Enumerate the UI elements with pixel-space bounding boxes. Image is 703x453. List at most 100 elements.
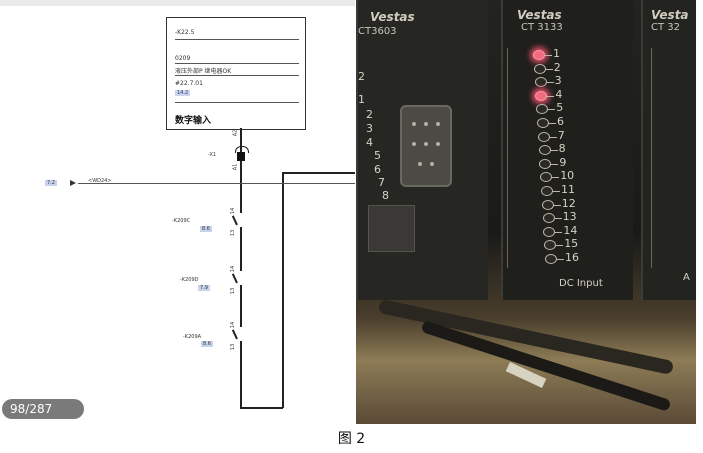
divider [175,102,299,103]
divider [175,39,299,40]
input-number: 2 [366,108,373,121]
brand-label: Vestas [517,8,562,22]
return-wire [240,407,283,409]
terminal-label: A2 [232,129,239,137]
io-module-photo: Vestas CT3603 2 1 2 3 4 5 6 7 8 Vestas C… [356,0,696,424]
led-number: 13 [562,210,577,224]
divider [175,75,299,76]
input-number: 2 [358,70,365,83]
led-lead-line [549,150,558,152]
module-name: CT 32 [651,22,680,33]
return-wire-vertical [282,172,284,408]
input-number: 6 [374,163,381,176]
led-number: 8 [558,142,566,156]
contact-name: -K209C [172,218,191,224]
led-number: 11 [561,183,575,196]
led-lead-line [547,109,556,111]
led-lead-line [544,68,553,70]
module-name: CT 3133 [521,22,563,33]
connector-plug [237,152,245,161]
led-number: 10 [560,169,575,183]
led-lead-line [552,191,560,192]
led-number: 9 [559,155,567,169]
arrow-icon [70,180,76,186]
figure-caption: 图 2 [337,431,366,447]
terminal-label: A1 [232,163,239,171]
led-lead-line [553,218,562,220]
led-lead-line [556,259,564,260]
led-number: 15 [564,237,579,251]
input-number: 5 [374,149,381,162]
led-lead-line [548,123,556,124]
module-ct3603: Vestas CT3603 2 1 2 3 4 5 6 7 8 [356,0,488,300]
led-number: 5 [556,101,564,115]
relay-description: 液压外部P 继电器OK [175,68,232,75]
contact-ref-tag: 8.6 [200,226,212,232]
page-indicator: 98/287 [2,399,84,419]
input-number: 1 [358,93,365,106]
contact-name: -K209A [183,334,202,340]
led-lead-line [552,204,561,206]
input-ref-tag: 7.2 [45,180,57,186]
panel-line [507,48,508,268]
contact-gap [236,271,245,285]
led-number: 2 [553,60,561,74]
contact-name: -K209D [180,277,199,283]
led-number: 3 [554,74,562,88]
signal-wire [240,128,242,408]
led-lead-line [550,163,559,165]
relay-reference: #22.7.01 [175,80,203,87]
input-line [78,183,355,184]
serial-port-connector [400,105,452,187]
pin [430,162,434,166]
led-lead-line [544,55,552,56]
contact-gap [236,213,245,227]
led-lead-line [554,231,563,233]
contact-gap [236,327,245,341]
module-footer: A [683,272,690,283]
led-number: 1 [553,47,560,60]
return-wire-top [282,172,355,174]
led-number: 4 [555,87,563,101]
input-label: <WD24> [88,178,112,184]
led-lead-line [555,245,564,247]
input-number: 7 [378,176,385,189]
led-number: 16 [565,251,579,264]
contact-pin: 13 [230,343,237,351]
divider [175,63,299,64]
module-footer: DC Input [559,278,603,289]
panel-line [651,48,652,268]
contact-pin: 13 [230,229,237,237]
led-number: 12 [561,196,576,210]
pin [424,122,428,126]
pin [418,162,422,166]
pin [436,142,440,146]
connector-arc [235,146,249,153]
pin [424,142,428,146]
relay-code: 0209 [175,55,191,62]
brand-label: Vesta [651,8,689,22]
pin [412,142,416,146]
relay-title-block: -K22.5 0209 液压外部P 继电器OK #22.7.01 14.2 数字… [166,17,306,130]
pin [412,122,416,126]
led-lead-line [548,136,557,138]
led-number: 14 [563,223,578,237]
input-number: 4 [366,136,373,149]
connector-label: -X1 [208,152,217,158]
relay-id: -K22.5 [175,29,195,36]
contact-ref-tag: 8.6 [201,341,213,347]
led-number: 6 [557,115,564,128]
wiring-schematic: -K22.5 0209 液压外部P 继电器OK #22.7.01 14.2 数字… [0,0,355,424]
led-lead-line [546,95,555,97]
contact-pin: 13 [230,287,237,295]
module-slot [368,205,415,252]
contact-ref-tag: 7.9 [198,285,210,291]
led-number: 7 [557,128,565,142]
pin [436,122,440,126]
schematic-top-border [0,0,355,6]
input-number: 3 [366,122,373,135]
reference-tag: 14.2 [175,90,191,96]
block-heading: 数字输入 [175,116,212,126]
brand-label: Vestas [370,10,415,24]
